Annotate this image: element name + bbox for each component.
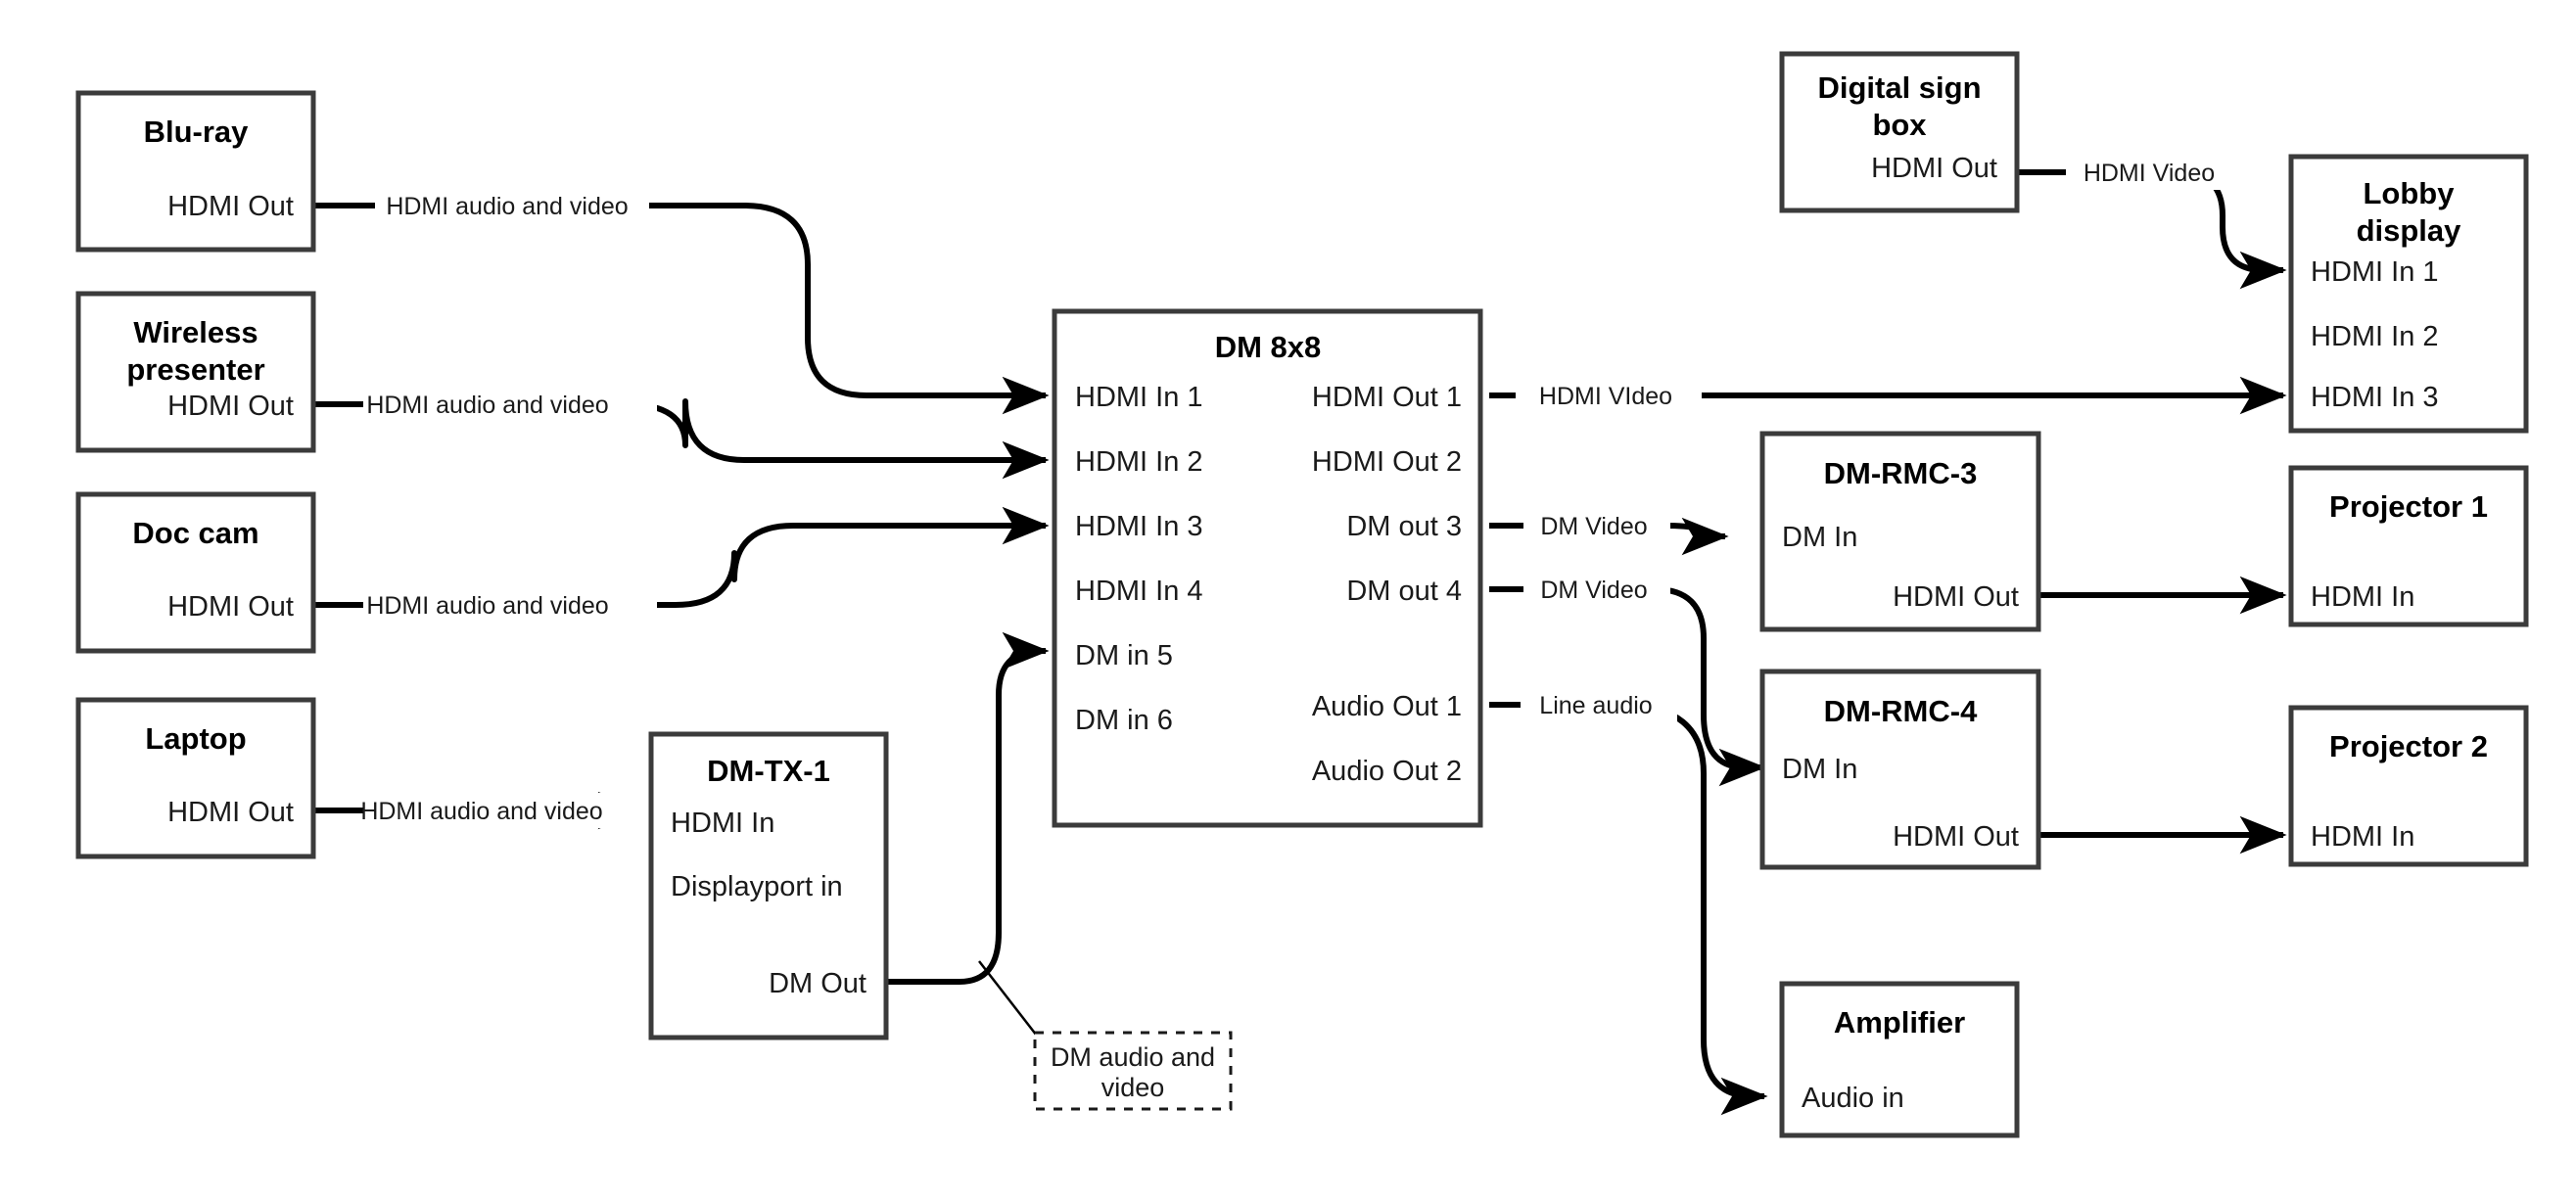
edge-label-hdmiout1-lobby: HDMI VIdeo bbox=[1539, 383, 1672, 410]
node-title-wireless-presenter: Wireless bbox=[133, 315, 258, 349]
port-dm8x8-hdmi-in-2[interactable]: HDMI In 2 bbox=[1075, 446, 1203, 478]
node-title-digital-sign-box-line2: box bbox=[1872, 108, 1927, 142]
port-dmtx-dm-out[interactable]: DM Out bbox=[769, 968, 866, 999]
port-rmc3-hdmi-out[interactable]: HDMI Out bbox=[1893, 581, 2019, 613]
node-title-lobby-display-line2: display bbox=[2357, 213, 2462, 248]
port-amplifier-audio-in[interactable]: Audio in bbox=[1802, 1083, 1904, 1114]
node-title-projector-2: Projector 2 bbox=[2329, 729, 2488, 763]
node-laptop[interactable]: Laptop HDMI Out bbox=[75, 697, 316, 859]
callout-line-2: video bbox=[1101, 1073, 1165, 1102]
port-projector1-hdmi-in[interactable]: HDMI In bbox=[2311, 581, 2414, 613]
node-dm-tx-1[interactable]: DM-TX-1 HDMI In Displayport in DM Out bbox=[648, 731, 889, 1040]
edge-label-dmout3: DM Video bbox=[1540, 513, 1647, 540]
port-wireless-hdmi-out[interactable]: HDMI Out bbox=[167, 391, 294, 422]
port-bluray-hdmi-out[interactable]: HDMI Out bbox=[167, 191, 294, 222]
node-title-projector-1: Projector 1 bbox=[2329, 489, 2488, 524]
edge-label-signbox-lobby: HDMI Video bbox=[2084, 160, 2215, 187]
node-wireless-presenter[interactable]: Wireless presenter HDMI Out bbox=[75, 291, 316, 453]
port-signbox-hdmi-out[interactable]: HDMI Out bbox=[1871, 153, 1997, 184]
port-dm8x8-dm-in-6[interactable]: DM in 6 bbox=[1075, 705, 1173, 736]
port-dm8x8-audio-out-2[interactable]: Audio Out 2 bbox=[1312, 756, 1462, 787]
node-title-amplifier: Amplifier bbox=[1834, 1005, 1965, 1039]
wire-doccam-to-dm-in3 bbox=[313, 506, 1050, 608]
port-dm8x8-hdmi-out-1[interactable]: HDMI Out 1 bbox=[1312, 382, 1462, 413]
port-dm8x8-hdmi-in-4[interactable]: HDMI In 4 bbox=[1075, 576, 1203, 607]
node-title-digital-sign-box: Digital sign bbox=[1817, 70, 1981, 105]
node-title-dm-rmc-3: DM-RMC-3 bbox=[1824, 456, 1978, 490]
callout-dm-audio-and-video: DM audio and video bbox=[1033, 1031, 1233, 1111]
port-dm8x8-hdmi-in-1[interactable]: HDMI In 1 bbox=[1075, 382, 1203, 413]
port-rmc4-hdmi-out[interactable]: HDMI Out bbox=[1893, 821, 2019, 853]
node-projector-1[interactable]: Projector 1 HDMI In bbox=[2288, 465, 2529, 627]
port-dm8x8-dm-in-5[interactable]: DM in 5 bbox=[1075, 640, 1173, 671]
node-doc-cam[interactable]: Doc cam HDMI Out bbox=[75, 491, 316, 654]
node-projector-2[interactable]: Projector 2 HDMI In bbox=[2288, 705, 2529, 867]
edge-label-layer: HDMI audio and video HDMI audio and vide… bbox=[360, 155, 2237, 828]
node-title-dm-8x8: DM 8x8 bbox=[1215, 330, 1322, 364]
node-title-lobby-display: Lobby bbox=[2364, 176, 2456, 210]
port-dm8x8-hdmi-out-2[interactable]: HDMI Out 2 bbox=[1312, 446, 1462, 478]
port-dm8x8-audio-out-1[interactable]: Audio Out 1 bbox=[1312, 691, 1462, 722]
port-dm8x8-dm-out-4[interactable]: DM out 4 bbox=[1346, 576, 1462, 607]
port-projector2-hdmi-in[interactable]: HDMI In bbox=[2311, 821, 2414, 853]
callout-line-1: DM audio and bbox=[1051, 1042, 1215, 1072]
port-laptop-hdmi-out[interactable]: HDMI Out bbox=[167, 797, 294, 828]
port-rmc3-dm-in[interactable]: DM In bbox=[1782, 522, 1857, 553]
node-amplifier[interactable]: Amplifier Audio in bbox=[1779, 981, 2020, 1138]
port-dm8x8-hdmi-in-3[interactable]: HDMI In 3 bbox=[1075, 511, 1203, 542]
wire-bluray-to-dm-in1 bbox=[313, 203, 1050, 415]
node-title-dm-rmc-4: DM-RMC-4 bbox=[1824, 694, 1978, 728]
node-title-dm-tx-1: DM-TX-1 bbox=[707, 754, 830, 788]
port-lobby-hdmi-in-3[interactable]: HDMI In 3 bbox=[2311, 382, 2439, 413]
port-lobby-hdmi-in-1[interactable]: HDMI In 1 bbox=[2311, 256, 2439, 288]
edge-label-bluray: HDMI audio and video bbox=[386, 193, 628, 220]
wire-dmtx-out-to-dm-in5 bbox=[886, 631, 1050, 985]
port-dmtx-displayport-in[interactable]: Displayport in bbox=[671, 871, 843, 902]
node-title-doc-cam: Doc cam bbox=[132, 516, 258, 550]
port-doccam-hdmi-out[interactable]: HDMI Out bbox=[167, 591, 294, 623]
node-title-wireless-presenter-line2: presenter bbox=[126, 352, 264, 387]
node-dm-8x8[interactable]: DM 8x8 HDMI In 1 HDMI In 2 HDMI In 3 HDM… bbox=[1052, 308, 1483, 828]
node-lobby-display[interactable]: Lobby display HDMI In 1 HDMI In 2 HDMI I… bbox=[2288, 154, 2529, 434]
node-digital-sign-box[interactable]: Digital sign box HDMI Out bbox=[1779, 51, 2020, 213]
edge-label-laptop: HDMI audio and video bbox=[360, 798, 602, 825]
edge-label-wireless: HDMI audio and video bbox=[366, 392, 608, 419]
callout-leader-line bbox=[978, 960, 1041, 1040]
node-dm-rmc-4[interactable]: DM-RMC-4 DM In HDMI Out bbox=[1759, 669, 2041, 870]
wire-dm-out4-to-rmc4 bbox=[1489, 586, 1766, 787]
port-dmtx-hdmi-in[interactable]: HDMI In bbox=[671, 808, 774, 839]
node-title-bluray: Blu-ray bbox=[144, 115, 250, 149]
port-dm8x8-dm-out-3[interactable]: DM out 3 bbox=[1346, 511, 1462, 542]
port-lobby-hdmi-in-2[interactable]: HDMI In 2 bbox=[2311, 321, 2439, 352]
node-title-laptop: Laptop bbox=[145, 721, 246, 756]
port-rmc4-dm-in[interactable]: DM In bbox=[1782, 754, 1857, 785]
edge-label-doccam: HDMI audio and video bbox=[366, 592, 608, 620]
edge-label-line-audio: Line audio bbox=[1539, 692, 1652, 719]
node-bluray[interactable]: Blu-ray HDMI Out bbox=[75, 90, 316, 253]
edge-label-dmout4: DM Video bbox=[1540, 577, 1647, 604]
node-dm-rmc-3[interactable]: DM-RMC-3 DM In HDMI Out bbox=[1759, 431, 2041, 632]
